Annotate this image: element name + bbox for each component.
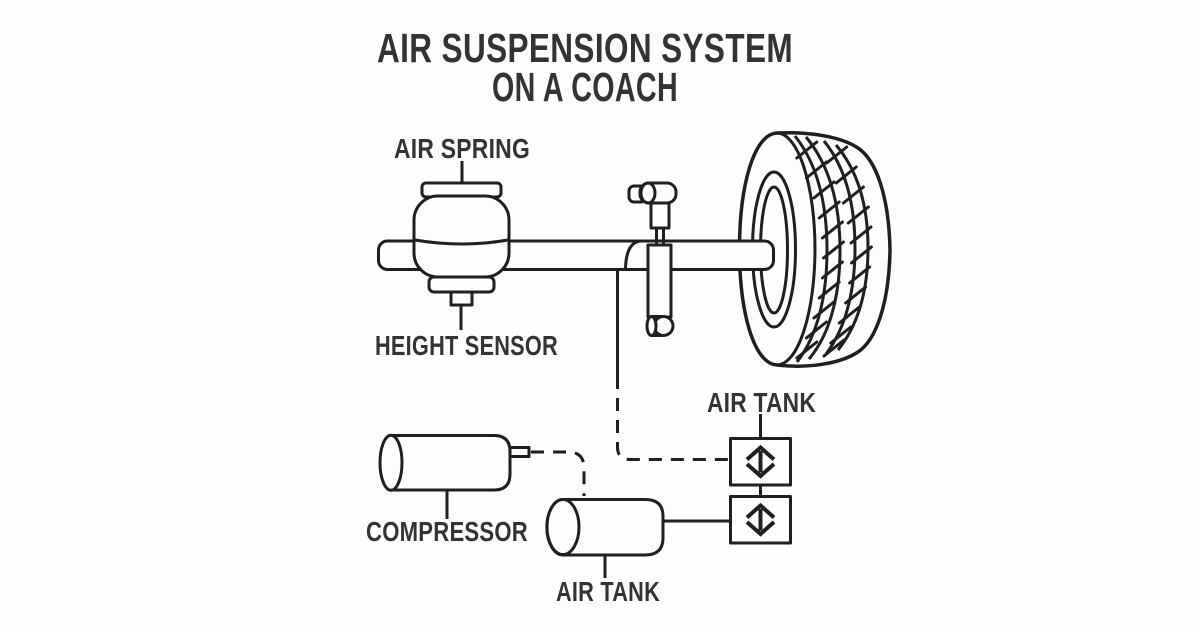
tread-hatch-marks bbox=[795, 140, 873, 360]
valve-eye-face bbox=[645, 315, 658, 337]
air-spring-icon bbox=[412, 161, 511, 330]
air-spring-bellows bbox=[412, 194, 511, 279]
compressor-outlet-nozzle bbox=[508, 446, 531, 458]
air-tank-reservoir-icon bbox=[545, 498, 729, 578]
valve-top-cylinder-face bbox=[639, 181, 657, 205]
air-lines bbox=[531, 269, 729, 496]
air-tank-end-face bbox=[545, 498, 581, 556]
air-tank-valve-boxes-icon bbox=[729, 414, 792, 545]
updown-arrow-icon bbox=[745, 444, 776, 479]
height-sensor-label: HEIGHT SENSOR bbox=[375, 330, 558, 361]
page-title-line2: ON A COACH bbox=[492, 64, 678, 110]
valve-top-cylinder bbox=[638, 181, 678, 205]
valve-to-tank-dashed-line bbox=[616, 376, 729, 461]
height-sensor-stub bbox=[449, 290, 474, 307]
compressor-to-tank-dashed-line bbox=[531, 450, 586, 496]
compressor-end-face bbox=[378, 433, 404, 492]
compressor-label: COMPRESSOR bbox=[366, 516, 528, 547]
compressor-icon bbox=[378, 433, 531, 519]
air-tank-upper-label: AIR TANK bbox=[707, 387, 816, 418]
air-tank-lower-label: AIR TANK bbox=[556, 576, 660, 607]
air-spring-seam bbox=[414, 238, 509, 246]
air-spring-label: AIR SPRING bbox=[394, 133, 530, 164]
page-title-line1: AIR SUSPENSION SYSTEM bbox=[377, 25, 793, 71]
text-layer: AIR SUSPENSION SYSTEM ON A COACH AIR SPR… bbox=[366, 25, 816, 607]
tire-face-boundary bbox=[776, 131, 817, 367]
updown-arrow-icon bbox=[745, 502, 776, 537]
valve-main-cylinder bbox=[646, 243, 673, 319]
height-control-valve-icon bbox=[627, 181, 678, 337]
axle-arm-fillet bbox=[624, 239, 641, 270]
valve-upper-body bbox=[649, 201, 671, 230]
air-spring-bottom-plate bbox=[427, 275, 496, 294]
